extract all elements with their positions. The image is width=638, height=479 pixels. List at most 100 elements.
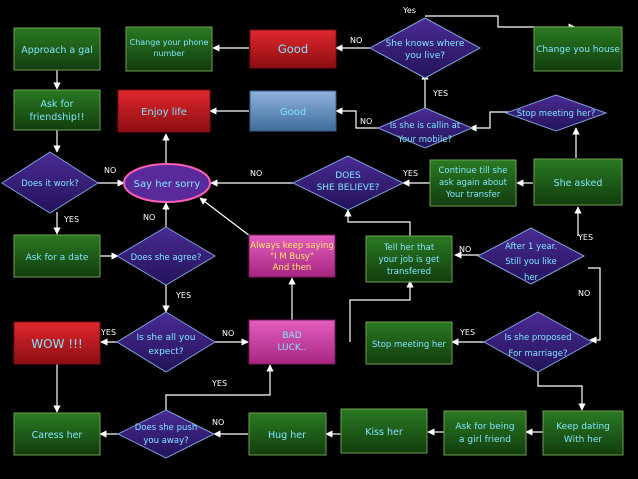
expect-label-2: expect? xyxy=(148,347,183,357)
diamond-does-it-work: Does it work? xyxy=(1,151,99,214)
ask-gf-label-2: a girl friend xyxy=(459,435,511,445)
box-tell-her-transfer: Tell her that your job is get transfered xyxy=(365,235,453,283)
bad-luck-label-1: BAD xyxy=(282,331,301,341)
she-asked-label: She asked xyxy=(554,178,603,189)
box-continue-till: Continue till she ask again about Your t… xyxy=(429,159,517,207)
node-say-her-sorry: Say her sorry xyxy=(123,163,211,203)
knows-where-label-1: She knows where xyxy=(386,39,465,49)
continue-label-1: Continue till she xyxy=(438,166,507,176)
label-no-believe: NO xyxy=(250,169,262,178)
expect-label-1: Is she all you xyxy=(137,333,196,343)
hug-label: Hug her xyxy=(268,430,306,441)
approach-label: Approach a gal xyxy=(21,45,93,56)
change-phone-label-2: number xyxy=(153,49,185,58)
label-yes-top: Yes xyxy=(402,6,416,15)
keep-dating-label-2: With her xyxy=(564,435,603,445)
box-bad-luck: BAD LUCK.. xyxy=(248,319,336,365)
edge-knows-yes-house xyxy=(425,15,576,31)
box-good-top: Good xyxy=(249,29,337,69)
year-label-3: her xyxy=(524,273,539,283)
edge-labels: Yes NO YES NO NO NO YES YES NO NO YES YE… xyxy=(63,6,593,427)
edge-stop-tell xyxy=(349,280,414,342)
agree-label: Does she agree? xyxy=(131,253,202,263)
label-no-agree: NO xyxy=(143,213,155,222)
label-no-push: NO xyxy=(212,418,224,427)
edge-busy-sorry xyxy=(199,197,251,237)
edge-tell-believe xyxy=(344,209,411,236)
busy-label-1: Always keep saying xyxy=(250,241,334,251)
box-she-asked: She asked xyxy=(533,158,623,206)
box-change-phone: Change your phone number xyxy=(125,26,213,72)
stop-meeting-top-label: Stop meeting her? xyxy=(517,109,596,119)
knows-where-label-2: you live? xyxy=(405,51,445,61)
box-keep-dating: Keep dating With her xyxy=(542,410,624,456)
say-her-sorry-label: Say her sorry xyxy=(134,179,201,190)
label-yes-expect: YES xyxy=(100,328,116,337)
stop-meeting-bottom-label: Stop meeting her xyxy=(372,340,447,350)
ask-gf-label-1: Ask for being xyxy=(455,422,514,432)
believe-label-2: SHE BELIEVE? xyxy=(317,183,380,193)
edge-stop-callin xyxy=(469,111,512,132)
believe-label-1: DOES xyxy=(335,171,361,181)
continue-label-3: Your transfer xyxy=(445,190,501,200)
label-yes-callin: YES xyxy=(432,89,448,98)
bad-luck-label-2: LUCK.. xyxy=(277,343,306,353)
proposed-label-2: For marriage? xyxy=(508,349,567,359)
push-label-2: you away? xyxy=(143,436,188,446)
kiss-label: Kiss her xyxy=(365,427,403,438)
keep-dating-label-1: Keep dating xyxy=(556,422,610,432)
box-change-house: Change you house xyxy=(533,26,623,72)
box-approach-a-gal: Approach a gal xyxy=(13,27,101,71)
box-wow: WOW !!! xyxy=(13,321,101,365)
year-label-2: Still you like xyxy=(505,257,556,267)
diamond-all-you-expect: Is she all you expect? xyxy=(116,311,216,373)
diamond-does-she-agree: Does she agree? xyxy=(116,226,216,286)
box-hug-her: Hug her xyxy=(248,412,327,456)
ask-friendship-label-2: friendship!! xyxy=(29,112,84,123)
label-yes-agree: YES xyxy=(175,291,191,300)
continue-label-2: ask again about xyxy=(439,178,508,188)
good-top-label: Good xyxy=(278,42,308,56)
label-no-work: NO xyxy=(104,166,116,175)
box-enjoy-life: Enjoy life xyxy=(117,89,211,133)
proposed-label-1: Is she proposed xyxy=(505,333,572,343)
box-kiss-her: Kiss her xyxy=(340,408,428,454)
box-ask-girl-friend: Ask for being a girl friend xyxy=(443,410,527,456)
label-yes-proposed: YES xyxy=(459,328,475,337)
connectors xyxy=(53,15,601,438)
wow-label: WOW !!! xyxy=(31,337,82,351)
change-phone-label-1: Change your phone xyxy=(130,38,209,47)
box-caress-her: Caress her xyxy=(13,412,101,456)
label-yes-push: YES xyxy=(211,379,227,388)
enjoy-life-label: Enjoy life xyxy=(141,107,187,118)
label-no-year: NO xyxy=(459,245,471,254)
edge-proposed-keep xyxy=(537,372,586,411)
diamond-stop-meeting-top: Stop meeting her? xyxy=(504,94,608,132)
caress-label: Caress her xyxy=(32,430,83,441)
edge-callin-good xyxy=(335,107,380,129)
diamond-callin-mobile: Is she is callin at Your mobile? xyxy=(376,107,474,149)
box-stop-meeting-bottom: Stop meeting her xyxy=(365,321,453,365)
ask-date-label: Ask for a date xyxy=(26,253,89,263)
tell-label-3: transfered xyxy=(387,267,431,277)
label-yes-believe: YES xyxy=(402,169,418,178)
change-house-label: Change you house xyxy=(536,45,620,55)
ask-friendship-label-1: Ask for xyxy=(40,99,73,110)
edge-push-bad xyxy=(165,364,274,410)
diamond-knows-where: She knows where you live? xyxy=(368,17,482,79)
push-label-1: Does she push xyxy=(135,423,197,433)
diamond-proposed-marriage: Is she proposed For marriage? xyxy=(482,311,594,373)
label-no-expect: NO xyxy=(222,329,234,338)
year-label-1: After 1 year. xyxy=(505,242,557,252)
edge-year-no-proposed xyxy=(588,267,601,344)
label-yes-year: YES xyxy=(577,233,593,242)
label-no-knows: NO xyxy=(350,36,362,45)
label-yes-work: YES xyxy=(63,215,79,224)
good-middle-label: Good xyxy=(280,107,306,118)
box-good-middle: Good xyxy=(249,90,337,132)
tell-label-2: your job is get xyxy=(379,255,441,265)
box-ask-friendship: Ask for friendship!! xyxy=(13,89,101,131)
busy-label-2: "I M Busy" xyxy=(270,252,314,262)
diamond-push-you-away: Does she push you away? xyxy=(116,409,216,459)
